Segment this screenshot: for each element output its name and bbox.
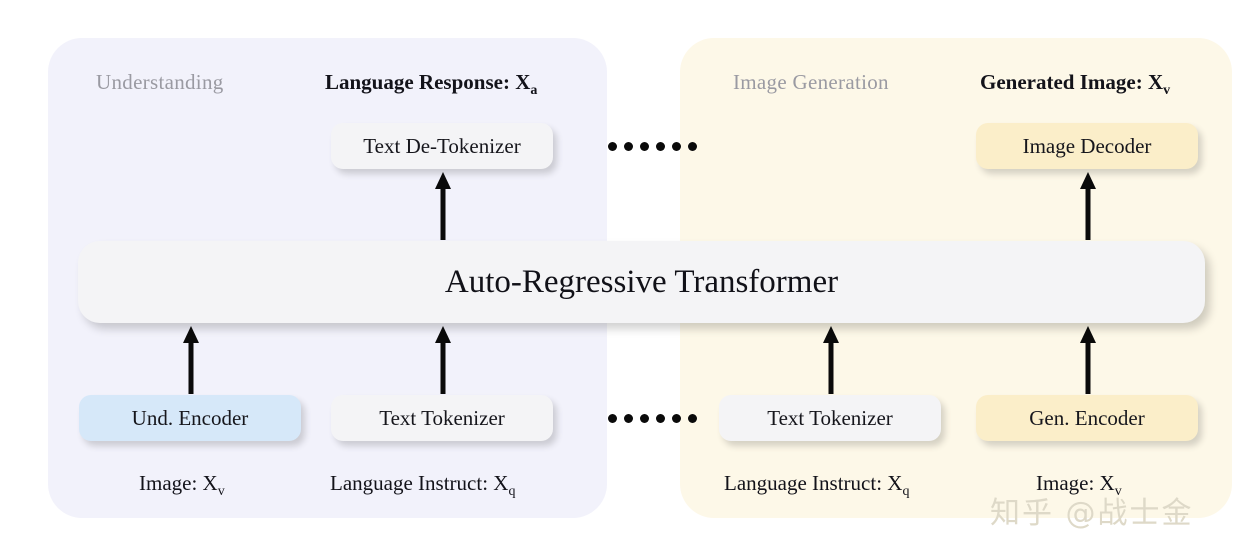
auto-regressive-transformer-block[interactable]: Auto-Regressive Transformer [78,241,1205,323]
caption-language-instruct-understanding-text: Language Instruct: X [330,471,509,495]
caption-language-instruct-understanding-subscript: q [508,484,516,500]
caption-image-understanding: Image: Xv [139,471,225,500]
ellipsis-dot [672,414,681,423]
panel-title-understanding: Understanding [96,70,224,94]
caption-image-understanding-subscript: v [217,484,225,500]
caption-image-generation-text: Image: X [1036,471,1115,495]
arrow-up-to-image-decoder [1079,172,1097,240]
arrow-up-from-und-encoder [182,326,200,394]
caption-language-instruct-generation-text: Language Instruct: X [724,471,903,495]
arrow-up-to-text-de-tokenizer [434,172,452,240]
auto-regressive-transformer-label: Auto-Regressive Transformer [444,263,839,300]
panel-title-image-generation: Image Generation [733,70,889,94]
caption-image-understanding-text: Image: X [139,471,218,495]
box-text-tokenizer-generation[interactable]: Text Tokenizer [719,395,941,441]
ellipsis-dot [624,142,633,151]
ellipsis-dot [640,414,649,423]
arrow-up-from-text-tokenizer-understanding [434,326,452,394]
ellipsis-separator-top [608,142,697,151]
ellipsis-dot [688,142,697,151]
ellipsis-dot [656,142,665,151]
box-und-encoder[interactable]: Und. Encoder [79,395,301,441]
ellipsis-dot [608,142,617,151]
box-text-tokenizer-understanding[interactable]: Text Tokenizer [331,395,553,441]
arrow-up-from-text-tokenizer-generation [822,326,840,394]
caption-language-response-text: Language Response: X [325,70,531,94]
ellipsis-dot [640,142,649,151]
caption-language-instruct-generation-subscript: q [902,484,910,500]
caption-language-instruct-understanding: Language Instruct: Xq [330,471,516,500]
watermark-zhihu: 知乎 @战士金 [990,496,1194,531]
caption-generated-image-text: Generated Image: X [980,70,1164,94]
ellipsis-dot [656,414,665,423]
ellipsis-dot [624,414,633,423]
caption-language-instruct-generation: Language Instruct: Xq [724,471,910,500]
caption-language-response-subscript: a [530,83,538,99]
caption-language-response: Language Response: Xa [325,70,538,99]
box-gen-encoder[interactable]: Gen. Encoder [976,395,1198,441]
ellipsis-dot [688,414,697,423]
caption-image-generation: Image: Xv [1036,471,1122,500]
caption-generated-image: Generated Image: Xv [980,70,1171,99]
box-image-decoder[interactable]: Image Decoder [976,123,1198,169]
ellipsis-separator-bottom [608,414,697,423]
caption-image-generation-subscript: v [1114,484,1122,500]
ellipsis-dot [608,414,617,423]
caption-generated-image-subscript: v [1163,83,1171,99]
arrow-up-from-gen-encoder [1079,326,1097,394]
ellipsis-dot [672,142,681,151]
box-text-de-tokenizer[interactable]: Text De-Tokenizer [331,123,553,169]
